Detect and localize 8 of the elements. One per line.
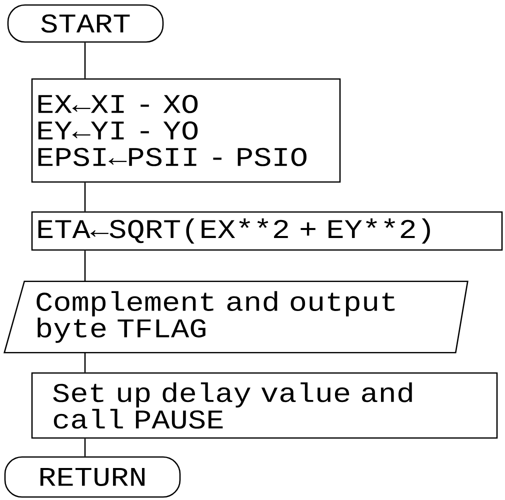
connector-line (84, 42, 86, 78)
connector-line (84, 182, 86, 212)
process-box: Set up delay value and call PAUSE (31, 372, 498, 439)
process-box: ETA←SQRT(EX**2 + EY**2) (31, 211, 503, 251)
connector-line (84, 250, 86, 282)
connector-line (84, 352, 86, 372)
process-box: EX←XI - XO EY←YI - YO EPSI←PSII - PSIO (31, 78, 341, 183)
connector-line (84, 438, 86, 456)
